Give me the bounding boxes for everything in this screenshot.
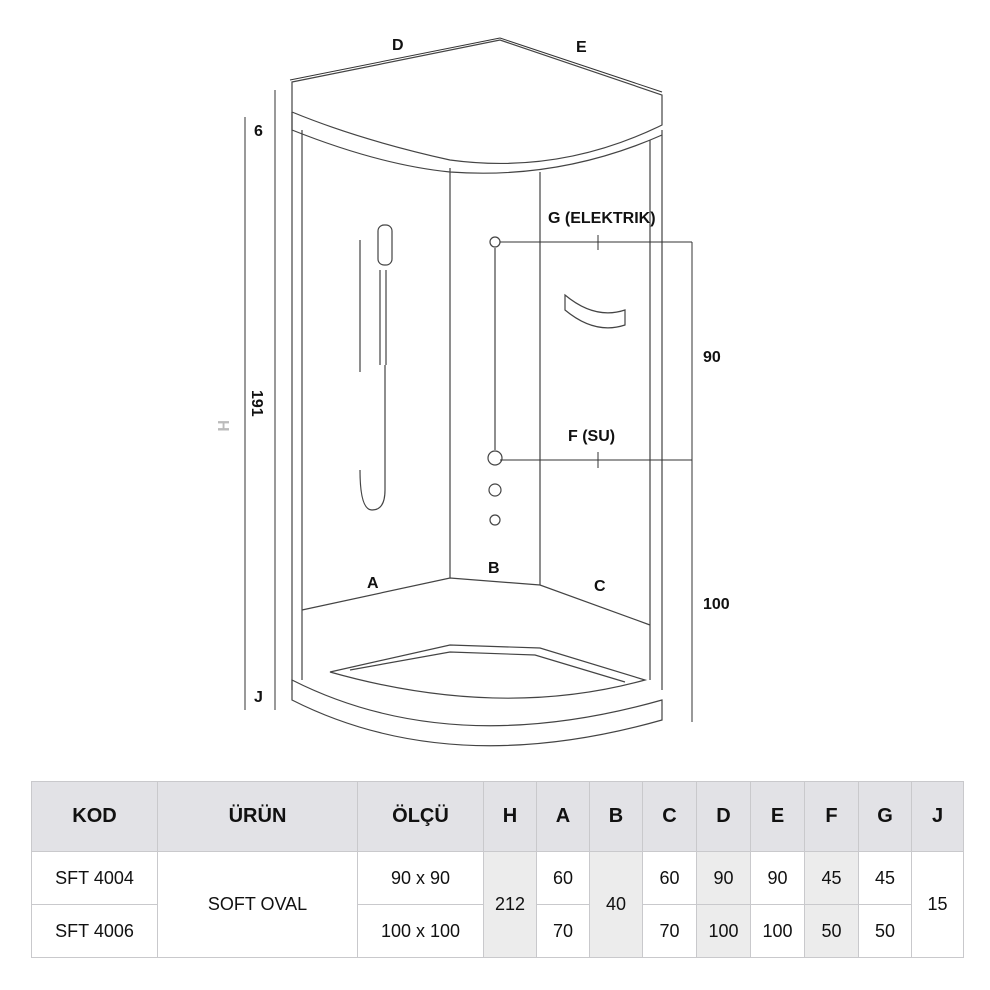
cell-kod: SFT 4006 <box>31 904 158 958</box>
dimension-lines <box>244 37 693 722</box>
cell-e: 100 <box>750 904 805 958</box>
cell-a: 60 <box>536 851 590 905</box>
label-dim-100: 100 <box>703 596 730 613</box>
label-water: F (SU) <box>568 428 615 445</box>
header-c: C <box>642 781 697 852</box>
cell-c: 60 <box>642 851 697 905</box>
label-c: C <box>594 578 606 595</box>
label-electric: G (ELEKTRIK) <box>548 210 656 227</box>
cell-g: 45 <box>858 851 912 905</box>
header-a: A <box>536 781 590 852</box>
cell-olcu: 100 x 100 <box>357 904 484 958</box>
cabin-outline <box>291 39 663 747</box>
label-a: A <box>367 575 379 592</box>
label-height: 191 <box>248 390 265 417</box>
table-header-row: KOD ÜRÜN ÖLÇÜ H A B C D E F G J <box>31 781 964 852</box>
shower-cabin-drawing: D E 6 H 191 J G (ELEKTRIK) 90 F (SU) 100… <box>214 37 730 747</box>
cell-product: SOFT OVAL <box>157 851 358 958</box>
label-e: E <box>576 39 587 56</box>
label-d: D <box>392 37 404 54</box>
header-urun: ÜRÜN <box>157 781 358 852</box>
cell-d: 90 <box>696 851 751 905</box>
table-row: SFT 4006 100 x 100 70 70 100 100 50 50 <box>31 904 964 958</box>
header-kod: KOD <box>31 781 158 852</box>
cell-g: 50 <box>858 904 912 958</box>
header-d: D <box>696 781 751 852</box>
cell-f: 50 <box>804 904 859 958</box>
header-f: F <box>804 781 859 852</box>
cell-e: 90 <box>750 851 805 905</box>
header-g: G <box>858 781 912 852</box>
header-j: J <box>911 781 964 852</box>
cell-f: 45 <box>804 851 859 905</box>
cell-j: 15 <box>911 851 964 958</box>
label-j: J <box>254 689 263 706</box>
label-h: H <box>214 420 231 432</box>
cell-olcu: 90 x 90 <box>357 851 484 905</box>
header-olcu: ÖLÇÜ <box>357 781 484 852</box>
table-row: SFT 4004 SOFT OVAL 90 x 90 212 60 40 60 … <box>31 851 964 958</box>
label-dim-90: 90 <box>703 349 721 366</box>
cell-a: 70 <box>536 904 590 958</box>
cell-d: 100 <box>696 904 751 958</box>
label-top-offset: 6 <box>254 123 263 140</box>
header-e: E <box>750 781 805 852</box>
cell-c: 70 <box>642 904 697 958</box>
header-h: H <box>483 781 537 852</box>
label-b: B <box>488 560 500 577</box>
cell-h: 212 <box>483 851 537 958</box>
header-b: B <box>589 781 643 852</box>
cell-b: 40 <box>589 851 643 958</box>
dimensions-table: KOD ÜRÜN ÖLÇÜ H A B C D E F G J SFT 4004… <box>31 781 964 958</box>
cell-kod: SFT 4004 <box>31 851 158 905</box>
